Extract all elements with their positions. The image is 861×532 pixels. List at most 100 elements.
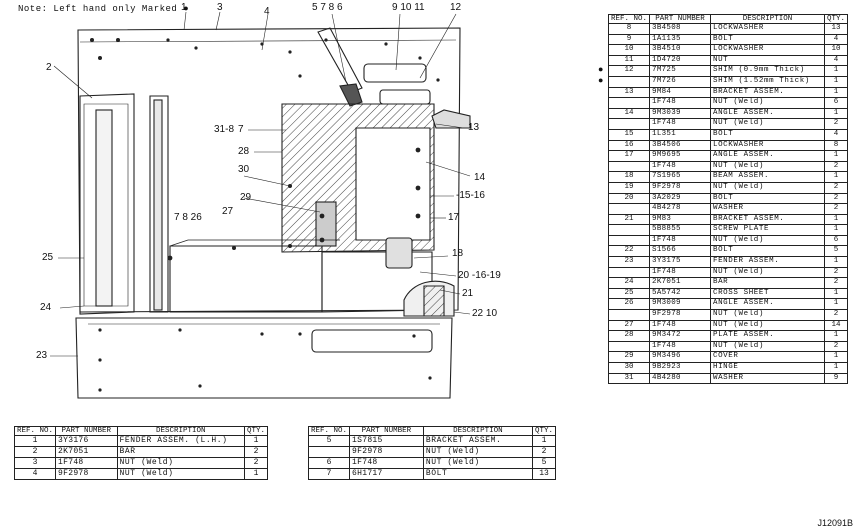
qty-cell: 1: [823, 86, 849, 99]
qty-cell: 2: [823, 181, 849, 194]
qty-cell: 1: [823, 65, 849, 77]
ref-no-cell: [607, 340, 651, 353]
description-cell: LOCKWASHER: [709, 23, 825, 35]
row-marker-icon: [598, 225, 609, 236]
row-marker-icon: [598, 24, 609, 35]
qty-cell: 6: [823, 234, 849, 247]
ref-no-cell: 7: [307, 468, 351, 480]
qty-cell: 1: [823, 213, 849, 226]
row-marker-icon: [598, 182, 609, 193]
row-marker-icon: [598, 151, 609, 162]
qty-cell: 1: [823, 224, 849, 236]
col-qty: QTY.: [531, 426, 557, 436]
part-number-cell: 3B4508: [649, 23, 711, 35]
description-cell: SHIM (0.9mm Thick): [709, 65, 825, 77]
callout-17: 17: [448, 212, 460, 223]
row-marker-icon: [598, 119, 609, 130]
row-marker-icon: [598, 129, 609, 140]
qty-cell: 2: [243, 446, 269, 458]
qty-cell: 1: [823, 287, 849, 300]
description-cell: NUT (Weld): [116, 468, 245, 480]
part-number-cell: 9F2978: [349, 446, 424, 458]
part-number-cell: 9M3009: [649, 298, 711, 311]
description-cell: BAR: [709, 277, 825, 289]
ref-no-cell: 4: [13, 468, 57, 480]
part-number-cell: 1L351: [649, 128, 711, 141]
part-number-cell: 7S1965: [649, 171, 711, 183]
qty-cell: 1: [243, 468, 269, 480]
col-description: DESCRIPTION: [116, 426, 245, 436]
row-marker-icon: [598, 320, 609, 331]
ref-no-cell: [607, 203, 651, 215]
row-marker-icon: [598, 140, 609, 151]
ref-no-cell: [607, 234, 651, 247]
ref-no-cell: 30: [607, 362, 651, 374]
qty-cell: 4: [823, 33, 849, 46]
qty-cell: 1: [243, 435, 269, 447]
table-header-row: REF. NO. PART NUMBER DESCRIPTION QTY.: [13, 426, 269, 436]
description-cell: BOLT: [709, 245, 825, 258]
qty-cell: 2: [823, 192, 849, 205]
qty-cell: 1: [823, 351, 849, 363]
part-number-cell: 3B4510: [649, 44, 711, 56]
part-number-cell: 6H1717: [349, 468, 424, 480]
part-number-cell: 9B2923: [649, 362, 711, 374]
row-marker-icon: [598, 278, 609, 289]
qty-cell: 1: [823, 150, 849, 162]
callout-31-8: 31-8: [214, 124, 235, 135]
col-marker: [598, 14, 609, 24]
row-marker-icon: [598, 161, 609, 172]
description-cell: COVER: [709, 351, 825, 363]
part-number-cell: 3Y3176: [55, 435, 118, 447]
description-cell: NUT (Weld): [422, 446, 533, 458]
description-cell: NUT (Weld): [709, 160, 825, 173]
part-number-cell: 9M3472: [649, 330, 711, 342]
row-marker-icon: [598, 373, 609, 384]
part-number-cell: 1S7815: [349, 435, 424, 447]
qty-cell: 1: [823, 107, 849, 120]
part-number-cell: 7M725: [649, 65, 711, 77]
qty-cell: 2: [823, 118, 849, 130]
ref-no-cell: 6: [307, 457, 351, 469]
fender-assembly-illustration: [50, 11, 471, 399]
ref-no-cell: [607, 309, 651, 321]
qty-cell: 5: [823, 245, 849, 258]
parts-table-a: REF. NO. PART NUMBER DESCRIPTION QTY. 1 3…: [13, 426, 269, 480]
row-marker-icon: [598, 341, 609, 352]
ref-no-cell: 21: [607, 213, 651, 226]
callout-20-16-19: 20 -16-19: [458, 270, 501, 281]
qty-cell: 10: [823, 44, 849, 56]
row-marker-icon: [598, 288, 609, 299]
description-cell: BOLT: [709, 192, 825, 205]
col-description: DESCRIPTION: [422, 426, 533, 436]
description-cell: PLATE ASSEM.: [709, 330, 825, 342]
description-cell: BRACKET ASSEM.: [709, 86, 825, 99]
ref-no-cell: 19: [607, 181, 651, 194]
description-cell: LOCKWASHER: [709, 139, 825, 152]
row-marker-icon: [598, 204, 609, 215]
ref-no-cell: 13: [607, 86, 651, 99]
qty-cell: 5: [531, 457, 557, 469]
description-cell: WASHER: [709, 203, 825, 215]
ref-no-cell: 22: [607, 245, 651, 258]
